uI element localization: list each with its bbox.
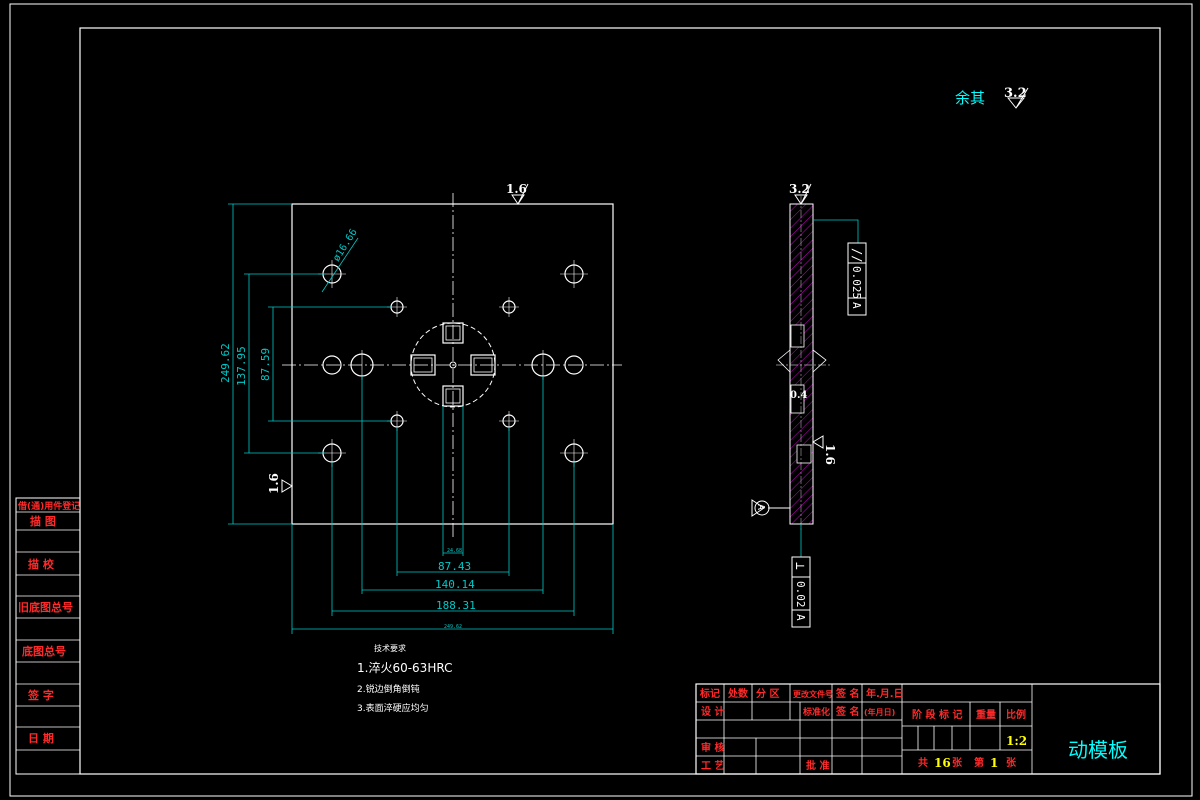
tb-review-label: 审 核 bbox=[701, 741, 724, 754]
drawing-frame bbox=[79, 27, 1161, 775]
tb-drawing-name: 动模板 bbox=[1068, 738, 1128, 762]
left-stamp-column: 借(通)用件登记 描 图 描 校 旧底图总号 底图总号 签 字 日 期 bbox=[15, 497, 81, 775]
plan-view: ø16.66 1.6 1.6 249.62 137.95 87.59 bbox=[219, 182, 622, 634]
stamp-row-1: 描 图 bbox=[30, 514, 56, 528]
tb-header-mark: 标记 bbox=[699, 687, 720, 700]
tb-sign-label: 签 名 bbox=[835, 705, 859, 718]
side-top-roughness-value: 3.2 bbox=[789, 182, 810, 196]
dim-horizontal-small-holes: 87.43 bbox=[438, 560, 471, 573]
tb-standardization-label: 标准化 bbox=[802, 706, 830, 718]
horizontal-dimension-lines bbox=[291, 376, 614, 634]
section-cutout-upper bbox=[790, 324, 805, 348]
stamp-row-0: 借(通)用件登记 bbox=[17, 500, 80, 512]
perpendicular-value: 0.02 bbox=[794, 581, 807, 608]
stamp-row-4: 底图总号 bbox=[22, 644, 66, 658]
section-sprue-break bbox=[777, 349, 827, 373]
diameter-leader-line bbox=[321, 237, 359, 293]
tb-header-count: 处数 bbox=[727, 687, 749, 700]
section-body bbox=[789, 203, 814, 525]
tb-sheet-number: 1 bbox=[990, 756, 998, 770]
square-pocket-top-inner bbox=[445, 325, 461, 341]
tb-stage-mark-label: 阶 段 标 记 bbox=[912, 708, 962, 721]
side-top-roughness-icon bbox=[794, 183, 812, 205]
dim-vertical-small-holes: 87.59 bbox=[259, 348, 272, 381]
datum-label: A bbox=[755, 504, 766, 510]
square-pocket-bottom bbox=[442, 385, 464, 407]
tb-scale-value: 1:2 bbox=[1006, 734, 1027, 748]
dim-vertical-overall: 249.62 bbox=[219, 343, 232, 383]
roughness-note-value: 3.2 bbox=[1004, 86, 1027, 101]
section-cutout-lower bbox=[790, 384, 805, 414]
tb-date-label: (年月日) bbox=[864, 707, 895, 717]
technical-requirements: 技术要求 1.淬火60-63HRC 2.锐边倒角倒钝 3.表面淬硬应均匀 bbox=[357, 643, 452, 714]
side-hole-right-outer bbox=[564, 355, 584, 375]
side-right-roughness-icon bbox=[812, 435, 824, 449]
tb-scale-label: 比例 bbox=[1006, 708, 1026, 721]
vertical-dimension-lines bbox=[228, 203, 391, 525]
square-pocket-right bbox=[470, 354, 496, 376]
tb-sheets-total-label: 共 bbox=[918, 756, 928, 769]
side-section-view: 3.2 0.4 1.6 // 0.025 A ⊥ 0.02 A A bbox=[751, 182, 867, 628]
hole-diameter-label: ø16.66 bbox=[331, 227, 359, 263]
tb-weight-label: 重量 bbox=[976, 708, 996, 721]
side-right-roughness-value: 1.6 bbox=[823, 444, 837, 465]
dim-horizontal-corner-holes: 188.31 bbox=[436, 599, 476, 612]
perpendicular-symbol: ⊥ bbox=[792, 562, 807, 570]
tb-header-date: 年.月.日 bbox=[866, 687, 904, 700]
tb-sheet-label: 第 bbox=[974, 756, 984, 769]
sheet-outer-border bbox=[9, 3, 1193, 797]
datum-triangle-icon bbox=[751, 499, 765, 517]
square-pocket-bottom-inner bbox=[445, 388, 461, 404]
parallel-tolerance-frame bbox=[847, 242, 867, 316]
tb-approve-label: 批 准 bbox=[806, 759, 829, 772]
datum-circle-icon bbox=[754, 500, 770, 516]
parallel-leader bbox=[813, 219, 859, 243]
side-inner-roughness-value: 0.4 bbox=[790, 390, 807, 401]
tech-req-item-1: 1.淬火60-63HRC bbox=[357, 660, 452, 675]
tech-req-title: 技术要求 bbox=[374, 643, 406, 653]
tech-req-item-3: 3.表面淬硬应均匀 bbox=[357, 702, 429, 714]
tb-sheets-total: 16 bbox=[934, 756, 951, 770]
plate-outline bbox=[291, 203, 614, 525]
center-point bbox=[449, 361, 457, 369]
side-hole-left-outer bbox=[322, 355, 342, 375]
stamp-row-5: 签 字 bbox=[27, 688, 54, 702]
section-pocket bbox=[796, 444, 812, 464]
parallel-datum: A bbox=[850, 302, 863, 309]
dim-horizontal-pocket: 24.68 bbox=[447, 548, 462, 554]
tb-design-label: 设 计 bbox=[701, 705, 724, 718]
stamp-row-3: 旧底图总号 bbox=[18, 600, 73, 614]
plan-left-roughness-value: 1.6 bbox=[267, 473, 281, 494]
stamp-row-2: 描 校 bbox=[28, 557, 55, 571]
tb-header-zone: 分 区 bbox=[756, 687, 779, 700]
tb-header-sign: 签 名 bbox=[835, 687, 859, 700]
general-roughness-note: 余其 3.2 bbox=[955, 86, 1029, 109]
stamp-row-6: 日 期 bbox=[28, 731, 54, 745]
square-pocket-left-inner bbox=[413, 357, 433, 373]
parallel-symbol: // bbox=[850, 248, 864, 262]
plan-left-roughness-icon bbox=[281, 479, 293, 493]
tb-sheets-unit-2: 张 bbox=[1006, 756, 1017, 769]
dim-horizontal-guide-holes: 140.14 bbox=[435, 578, 475, 591]
plan-top-roughness-value: 1.6 bbox=[506, 182, 527, 196]
roughness-note-symbol-icon bbox=[1006, 87, 1029, 109]
square-pocket-right-inner bbox=[473, 357, 493, 373]
square-pocket-top bbox=[442, 322, 464, 344]
plan-top-roughness-icon bbox=[511, 183, 529, 205]
tb-header-change-doc: 更改文件号 bbox=[793, 689, 833, 699]
square-pocket-left bbox=[410, 354, 436, 376]
roughness-note-label: 余其 bbox=[955, 89, 985, 107]
tb-process-label: 工 艺 bbox=[701, 759, 724, 772]
tb-sheets-unit-1: 张 bbox=[952, 756, 963, 769]
perpendicular-datum: A bbox=[794, 614, 807, 621]
parallel-value: 0.025 bbox=[850, 266, 863, 299]
title-block: 标记 处数 分 区 更改文件号 签 名 年.月.日 设 计 标准化 签 名 (年… bbox=[695, 683, 1161, 775]
dim-vertical-corner: 137.95 bbox=[235, 346, 248, 386]
dim-horizontal-overall: 249.62 bbox=[444, 624, 462, 630]
tech-req-item-2: 2.锐边倒角倒钝 bbox=[357, 683, 420, 695]
perpendicular-tolerance-frame bbox=[791, 556, 811, 628]
